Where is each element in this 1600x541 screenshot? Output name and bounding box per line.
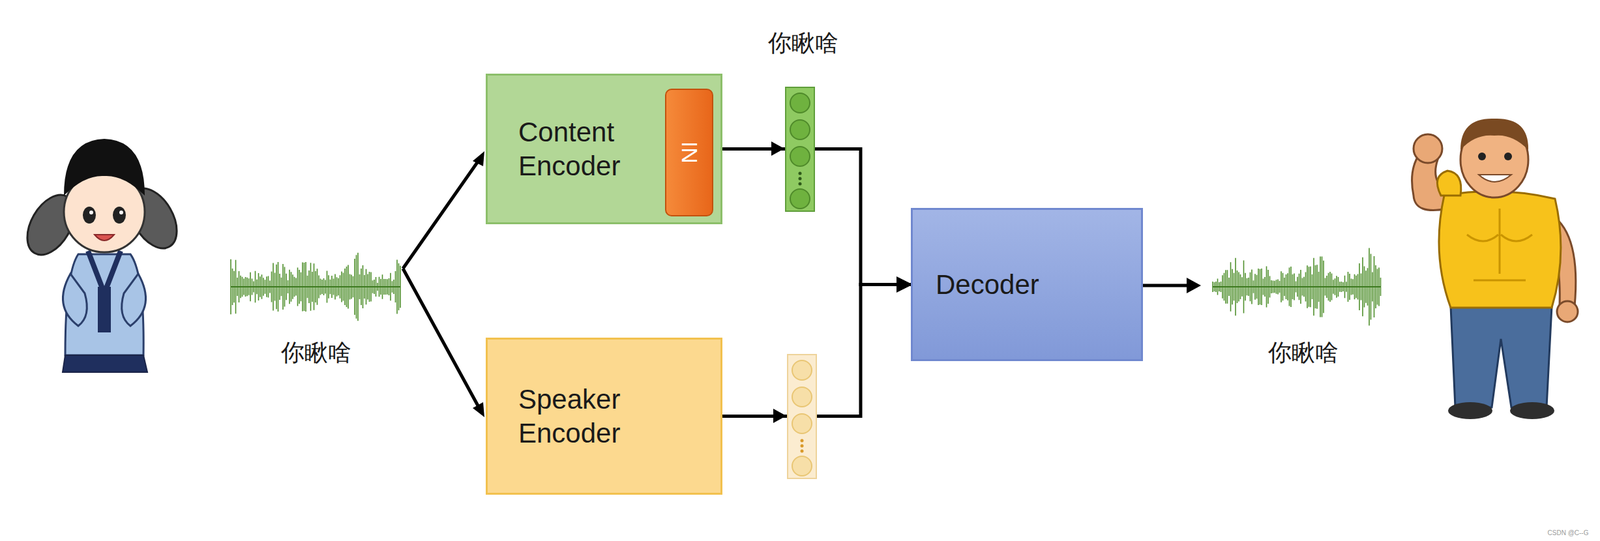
eye [1478,152,1486,161]
sleeve [62,273,87,326]
ellipsis-dot [800,449,804,454]
output-arrow [1142,277,1201,294]
arrow-head [771,141,785,156]
arrow-head [1186,277,1201,294]
block-title: Decoder [935,267,1040,302]
encoder-box: Speaker Encoder [485,337,723,495]
block-title: Content Encoder [518,115,669,182]
sleeve [121,273,147,326]
speaker-vector [773,354,817,479]
encoder-box: Content Encoder IN [485,73,723,225]
ellipsis-dot [800,444,804,448]
waveform-label: 你瞅啥 [281,337,352,370]
robe-sash [97,286,111,333]
robe-hem [62,355,148,373]
waveform [230,252,401,322]
watermark: CSDN @C--G [1547,529,1589,537]
vector-cell [790,119,810,140]
eye-glint [119,210,124,215]
jeans [1450,306,1552,408]
vector-cell [790,189,810,209]
waveform-axis [1212,286,1381,288]
eye [112,206,126,224]
waveform-strokes [1212,248,1381,326]
mouth [94,234,115,241]
shoe [1510,402,1555,420]
vector-cell [792,414,812,434]
norm-layer-box: IN [665,88,714,217]
block-title: Speaker Encoder [518,382,669,450]
norm-label: IN [675,141,703,164]
vector-cell [792,387,812,407]
ellipsis-dot [798,172,802,176]
vector-cell [792,456,812,476]
ellipsis-dot [798,177,802,181]
eye [82,206,96,224]
output-line [1142,284,1190,288]
arrow-head [472,402,485,418]
vector-cell [792,360,812,381]
fist [1413,134,1443,163]
yellow-shirt [1438,191,1561,308]
ellipsis-dot [800,439,804,443]
shoe [1448,402,1493,420]
scholar-hat [63,138,145,196]
vector-label: 你瞅啥 [768,27,839,60]
smile [1478,174,1512,182]
eye [1504,152,1512,161]
split-arrows [402,151,485,418]
vector-cell [790,146,810,167]
decoder-box: Decoder [910,207,1143,362]
fist [1556,301,1578,323]
vector-bar [787,354,817,479]
arrow-head [773,408,787,424]
content-vector [771,87,815,212]
scholar-figure [17,138,187,373]
split-line [402,268,480,409]
muscle-lines [1466,208,1533,281]
vector-bar [785,87,815,212]
split-line [402,159,480,269]
waveform-strokes [230,252,401,322]
muscle-man-figure [1412,118,1578,420]
hair [1460,118,1529,150]
ellipsis-dot [798,182,802,186]
waveform-axis [230,286,401,288]
sleeve [1437,170,1461,196]
arrow-head [472,151,485,167]
vector-cell [790,93,810,113]
waveform [1212,248,1381,326]
waveform-label: 你瞅啥 [1268,337,1339,370]
merge-connector [722,149,911,285]
eye-glint [89,210,94,215]
